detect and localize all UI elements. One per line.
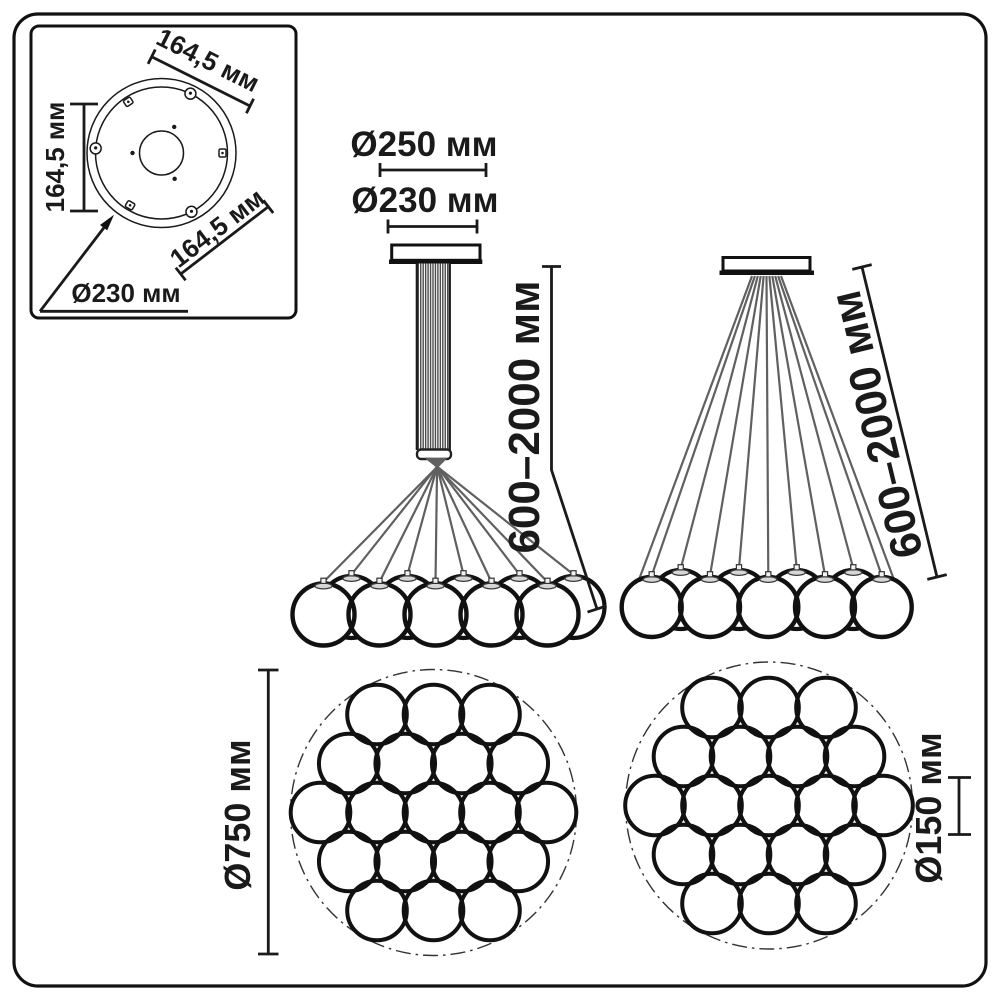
mount-hub-circle [138, 130, 185, 176]
mount-plate-inset: 164,5 мм 164,5 мм 164,5 мм Ø230 мм [29, 22, 298, 320]
height-range-label-right: 600–2000 мм [821, 286, 933, 563]
wires-fan-left [322, 457, 575, 583]
canopy-body [390, 243, 482, 262]
ball-cluster-side-view-right [619, 564, 914, 640]
cluster-balls-small [623, 675, 915, 936]
wire-bundle [415, 263, 451, 451]
pendant-front-view: Ø250 мм Ø230 мм 600–2000 мм [290, 125, 607, 648]
cluster-balls-large [288, 682, 579, 943]
cluster-dia-label: Ø750 мм [217, 739, 258, 890]
inset-dim-left: 164,5 мм [40, 102, 98, 213]
canopy-lip [389, 259, 483, 264]
inset-diameter-label: Ø230 мм [71, 278, 180, 308]
height-range-label-left: 600–2000 мм [500, 280, 549, 553]
mount-screws [89, 87, 227, 219]
inset-box [29, 24, 298, 320]
canopy-outer-dia-label: Ø250 мм [350, 125, 497, 164]
leader-arrowhead [100, 214, 114, 231]
inset-diameter-leader: Ø230 мм [38, 214, 188, 313]
cluster-dia-dim: Ø750 мм [217, 668, 279, 956]
inset-dim-left-label: 164,5 мм [40, 102, 70, 213]
mount-outer-circle [86, 77, 237, 229]
canopy-outer-dim-line [378, 163, 488, 177]
canopy-body-right [721, 256, 812, 273]
canopy-inner-dia-label: Ø230 мм [351, 181, 498, 220]
height-dim-right: 600–2000 мм [821, 263, 948, 581]
wires-fan-right [635, 275, 898, 586]
pendant-side-view: 600–2000 мм [619, 256, 948, 640]
ball-dia-dim: Ø150 мм [908, 732, 971, 884]
cluster-top-view-large: Ø750 мм [217, 668, 579, 957]
page-border [12, 12, 988, 988]
cluster-top-view-small: Ø150 мм [623, 661, 971, 950]
canopy-inner-dim-line [386, 219, 479, 234]
canopy-lip-right [719, 270, 814, 275]
wire-clamp [415, 448, 453, 461]
ball-dia-label: Ø150 мм [908, 732, 949, 883]
height-dim-left: 600–2000 мм [500, 265, 607, 614]
ball-cluster-side-view-left [290, 570, 607, 648]
